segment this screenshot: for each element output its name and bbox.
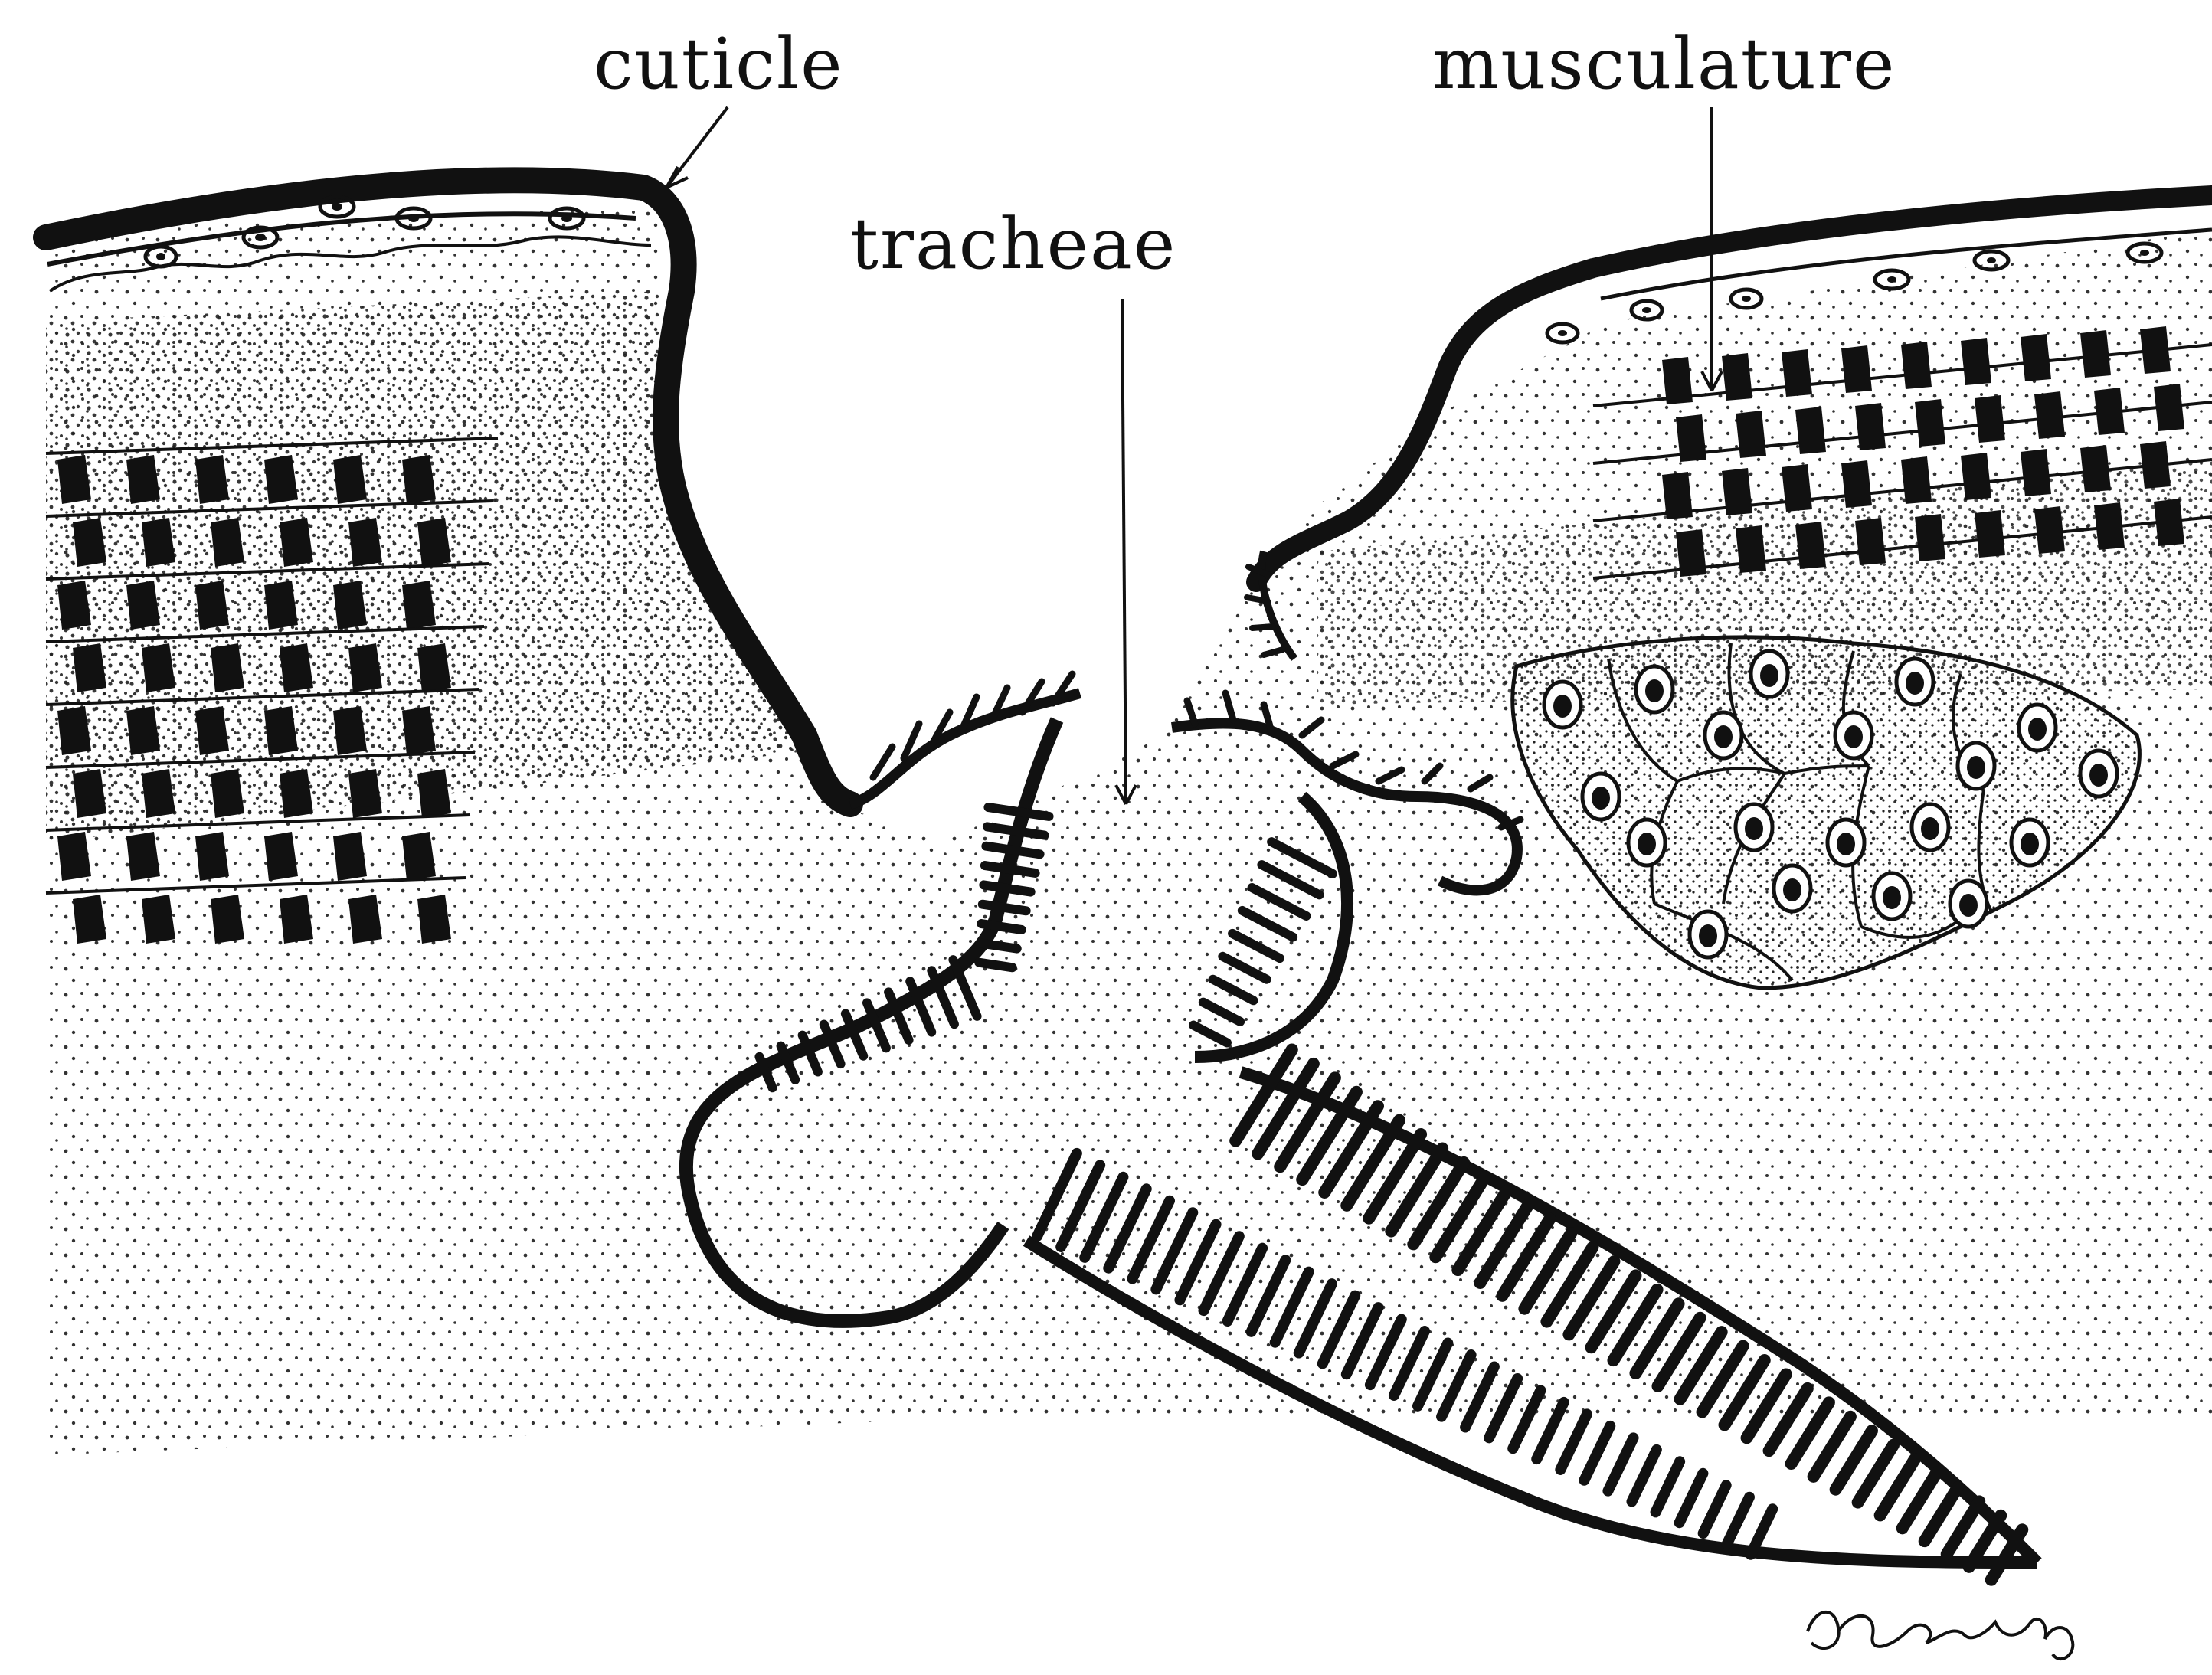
muscle-band xyxy=(2021,449,2051,496)
cuticle-arrowhead xyxy=(666,167,688,188)
muscle-band xyxy=(2080,330,2111,378)
muscle-band xyxy=(1662,357,1693,404)
nucleolus xyxy=(1883,886,1901,909)
muscle-band xyxy=(1795,522,1826,569)
muscle-band xyxy=(2154,499,2184,546)
taenidium-ring xyxy=(1947,1501,1979,1554)
nucleolus xyxy=(2028,718,2047,741)
taenidium-ring xyxy=(980,943,1017,948)
muscle-band xyxy=(1676,414,1706,462)
taenidium-ring xyxy=(1656,1461,1680,1512)
muscle-band xyxy=(2140,326,2171,374)
muscle-band xyxy=(1901,456,1932,504)
taenidium-ring xyxy=(1727,1497,1749,1544)
muscle-band xyxy=(1795,407,1826,454)
nucleolus xyxy=(1745,817,1763,840)
muscle-band xyxy=(1841,460,1872,508)
muscle-band xyxy=(1782,349,1812,397)
muscle-band xyxy=(1676,529,1706,577)
nucleolus xyxy=(1783,878,1801,901)
nucleolus xyxy=(2089,764,2108,787)
muscle-band xyxy=(1855,403,1886,450)
nucleolus xyxy=(1906,672,1924,695)
taenidium-ring xyxy=(1608,1438,1633,1490)
taenidium-ring xyxy=(1680,1474,1703,1523)
muscle-band xyxy=(2154,384,2184,431)
muscle-band xyxy=(2094,388,2125,435)
muscle-band xyxy=(1841,345,1872,393)
muscle-band xyxy=(1915,514,1945,561)
muscle-band xyxy=(2021,334,2051,381)
taenidium-ring xyxy=(1703,1485,1726,1533)
taenidium-ring xyxy=(1560,1414,1587,1470)
cuticle-leader-line xyxy=(666,107,728,188)
muscle-band xyxy=(1961,453,1991,500)
muscle-band xyxy=(2034,391,2065,439)
nucleolus xyxy=(2021,833,2039,855)
nucleolus xyxy=(1714,725,1733,748)
nucleolus xyxy=(1844,725,1863,748)
muscle-band xyxy=(1915,399,1945,447)
artist-signature xyxy=(1808,1612,2073,1659)
taenidium-ring xyxy=(979,963,1013,968)
nucleolus xyxy=(1837,833,1855,855)
muscle-band xyxy=(1855,518,1886,565)
nucleolus xyxy=(1699,924,1717,947)
cuticle-label: cuticle xyxy=(594,23,844,105)
nucleolus xyxy=(1959,894,1978,917)
taenidium-ring xyxy=(981,924,1021,930)
muscle-band xyxy=(1662,472,1693,519)
muscle-band xyxy=(1961,338,1991,385)
nucleolus xyxy=(1592,787,1610,810)
nucleolus xyxy=(1638,833,1656,855)
muscle-band xyxy=(1736,411,1766,458)
muscle-band xyxy=(2080,445,2111,492)
muscle-band xyxy=(1736,525,1766,573)
muscle-band xyxy=(2140,441,2171,489)
muscle-band xyxy=(2034,506,2065,554)
taenidium-ring xyxy=(1631,1450,1656,1502)
muscle-band xyxy=(2094,502,2125,550)
taenidium-ring xyxy=(1584,1426,1610,1480)
muscle-band xyxy=(1722,353,1752,401)
musculature-label: musculature xyxy=(1432,23,1896,105)
muscle-band xyxy=(1975,510,2005,558)
nucleolus xyxy=(1553,695,1572,718)
muscle-band xyxy=(1722,468,1752,515)
nucleolus xyxy=(1921,817,1939,840)
nucleolus xyxy=(1645,679,1664,702)
nucleolus xyxy=(1967,756,1985,779)
nucleolus xyxy=(1760,664,1778,687)
muscle-band xyxy=(1782,464,1812,512)
taenidium-ring xyxy=(983,905,1026,911)
tracheae-label: tracheae xyxy=(850,203,1176,285)
muscle-band xyxy=(1901,342,1932,389)
muscle-band xyxy=(1975,395,2005,443)
tracheae-leader-line xyxy=(1122,299,1126,804)
